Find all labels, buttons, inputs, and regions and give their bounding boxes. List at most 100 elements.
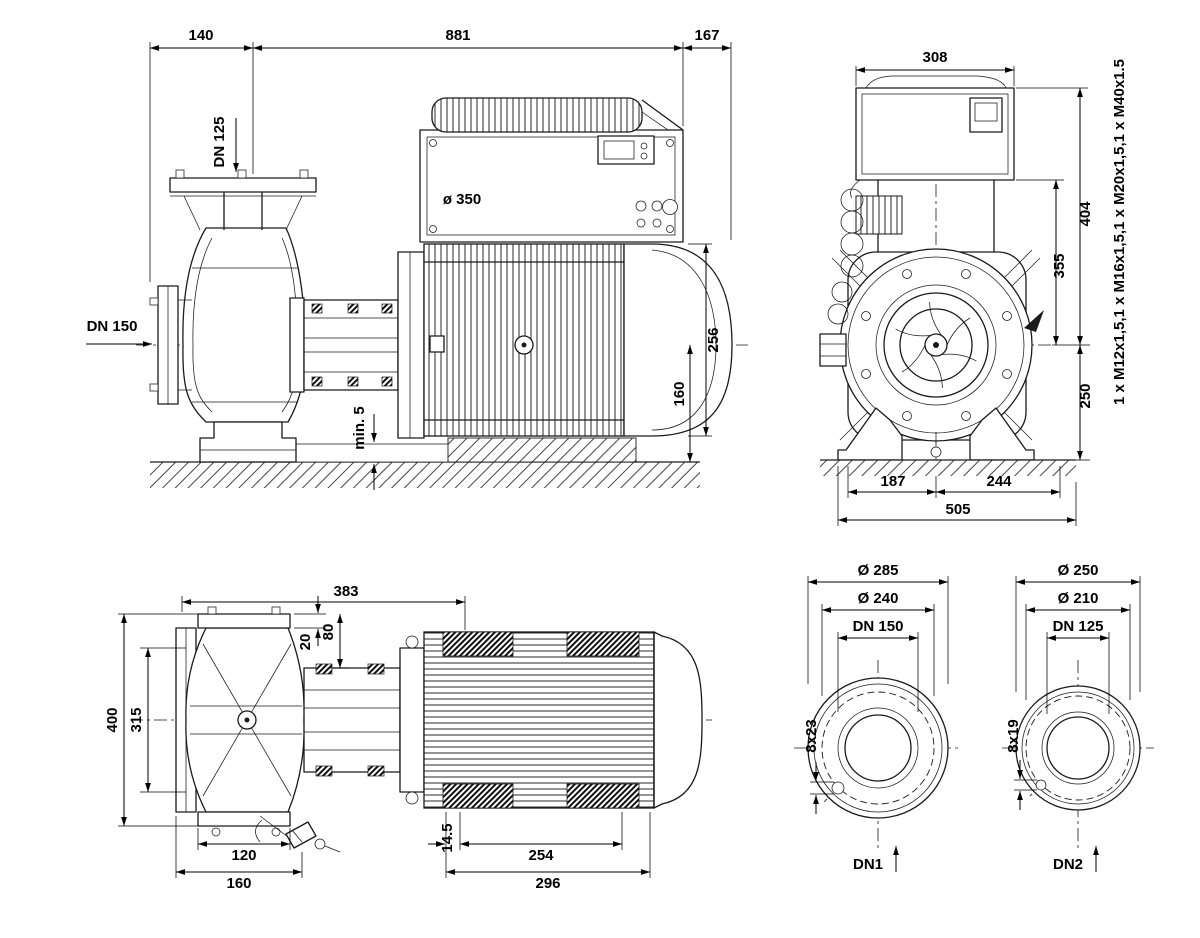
dim-250-flange: Ø 250	[1015, 562, 1141, 692]
dim-8x23-label: 8x23	[803, 719, 820, 752]
dim-400: 400	[104, 613, 198, 827]
label-dn125: DN 125	[211, 117, 239, 172]
dim-167-label: 167	[694, 27, 719, 44]
pump-foot	[199, 421, 297, 463]
dim-min5-label: min. 5	[351, 406, 368, 449]
dim-187: 187	[847, 466, 937, 498]
electronics-module-side	[419, 97, 684, 243]
dim-250-label: 250	[1077, 383, 1094, 408]
heatsink-front	[855, 195, 903, 235]
dia-350-label: ø 350	[443, 191, 481, 208]
motor-side	[397, 243, 733, 439]
dim-254-label: 254	[528, 847, 554, 864]
dim-315-label: 315	[128, 707, 145, 732]
cable-coil	[819, 179, 864, 367]
dim-285: Ø 285	[807, 562, 949, 684]
plan-view: 383 20 80 400 315	[104, 583, 712, 892]
dim-383-label: 383	[333, 583, 358, 600]
module-cooling-lid	[431, 97, 643, 133]
connector-box	[819, 333, 847, 367]
drain-plug	[930, 446, 942, 458]
dim-187-label: 187	[880, 473, 905, 490]
dn2-label: DN2	[1053, 856, 1083, 873]
cable-glands-label: 1 x M12x1,5,1 x M16x1,5,1 x M20x1,5,1 x …	[1111, 59, 1128, 405]
dn125-label: DN 125	[211, 117, 228, 168]
dim-308: 308	[855, 49, 1015, 86]
dim-20: 20	[294, 596, 326, 650]
label-dn150: DN 150	[86, 318, 152, 347]
feet-front	[820, 407, 1076, 476]
dim-250: 250	[1052, 344, 1094, 461]
bolt-hole-dn125	[1035, 779, 1047, 791]
dim-256-label: 256	[705, 327, 722, 352]
dim-dn150-flange: DN 150	[837, 618, 919, 712]
volute-front	[839, 248, 1044, 458]
dim-505: 505	[837, 466, 1077, 526]
ground-side	[150, 461, 700, 488]
dim-20-label: 20	[297, 634, 314, 651]
dim-404: 404	[1016, 87, 1094, 345]
dim-140: 140	[149, 27, 254, 282]
dim-315: 315	[128, 647, 186, 793]
dim-160-side: 160	[671, 345, 693, 462]
dim-355: 355	[1016, 179, 1068, 345]
dn150-label: DN 150	[87, 318, 138, 335]
dim-160-plan-label: 160	[226, 875, 251, 892]
dim-8x19-label: 8x19	[1005, 719, 1022, 752]
dim-167: 167	[683, 27, 732, 240]
impeller	[895, 302, 977, 388]
motor-plan	[399, 631, 703, 809]
suction-flange-side	[149, 285, 192, 405]
dim-dn150-label: DN 150	[853, 618, 904, 635]
volute-plan	[185, 606, 305, 837]
drain-gland-plan	[255, 815, 341, 853]
label-dn2: DN2	[1053, 846, 1099, 873]
dim-14-5: 14.5	[428, 823, 456, 853]
dim-296: 296	[445, 812, 651, 892]
flange-dn125-view: Ø 250 Ø 210 DN 125 8x19 DN2	[1002, 562, 1154, 873]
dn1-label: DN1	[853, 856, 883, 873]
dim-210-label: Ø 210	[1058, 590, 1099, 607]
dim-dn125-flange: DN 125	[1046, 618, 1110, 714]
dim-296-label: 296	[535, 875, 560, 892]
dim-120: 120	[197, 828, 291, 864]
cable-glands-side	[635, 199, 678, 228]
bolt-circle-dn125	[1025, 695, 1131, 801]
dim-355-label: 355	[1051, 253, 1068, 278]
label-dn1: DN1	[853, 846, 899, 873]
front-view: 308 404 355 250 1 x M12x1,5,1 x M16x1,5,…	[819, 49, 1128, 526]
dim-383: 383	[181, 583, 466, 630]
dim-256: 256	[688, 243, 722, 437]
dim-160-plan: 160	[175, 816, 303, 892]
dim-210: Ø 210	[1025, 590, 1131, 700]
dim-285-label: Ø 285	[858, 562, 899, 579]
dim-dn125-label: DN 125	[1053, 618, 1104, 635]
dim-240-label: Ø 240	[858, 590, 899, 607]
dim-8x23: 8x23	[803, 719, 834, 814]
dim-240: Ø 240	[821, 590, 935, 696]
rotation-arrow	[1024, 310, 1044, 332]
dim-244: 244	[936, 466, 1061, 498]
dim-244-label: 244	[986, 473, 1012, 490]
dim-400-label: 400	[104, 707, 121, 732]
electronics-module-front	[855, 75, 1015, 181]
dim-14-5-label: 14.5	[439, 823, 456, 852]
dim-120-label: 120	[231, 847, 256, 864]
dim-505-label: 505	[945, 501, 970, 518]
discharge-flange-side	[169, 169, 317, 231]
dim-min5: min. 5	[351, 406, 377, 490]
dim-404-label: 404	[1077, 201, 1094, 227]
dim-8x19: 8x19	[1005, 719, 1037, 810]
dim-881-label: 881	[445, 27, 470, 44]
dim-881: 881	[253, 27, 684, 126]
dim-80-label: 80	[320, 624, 337, 641]
dim-250-flange-label: Ø 250	[1058, 562, 1099, 579]
baseplate	[295, 437, 637, 463]
flange-dn150-view: Ø 285 Ø 240 DN 150 8x23 DN1	[794, 562, 962, 873]
side-view: 140 881 167 DN 125 ø 350 DN 150 256	[86, 27, 748, 490]
motor-fins-plan	[423, 631, 655, 809]
dim-254: 254	[459, 812, 623, 864]
pump-volute-side	[182, 227, 306, 463]
